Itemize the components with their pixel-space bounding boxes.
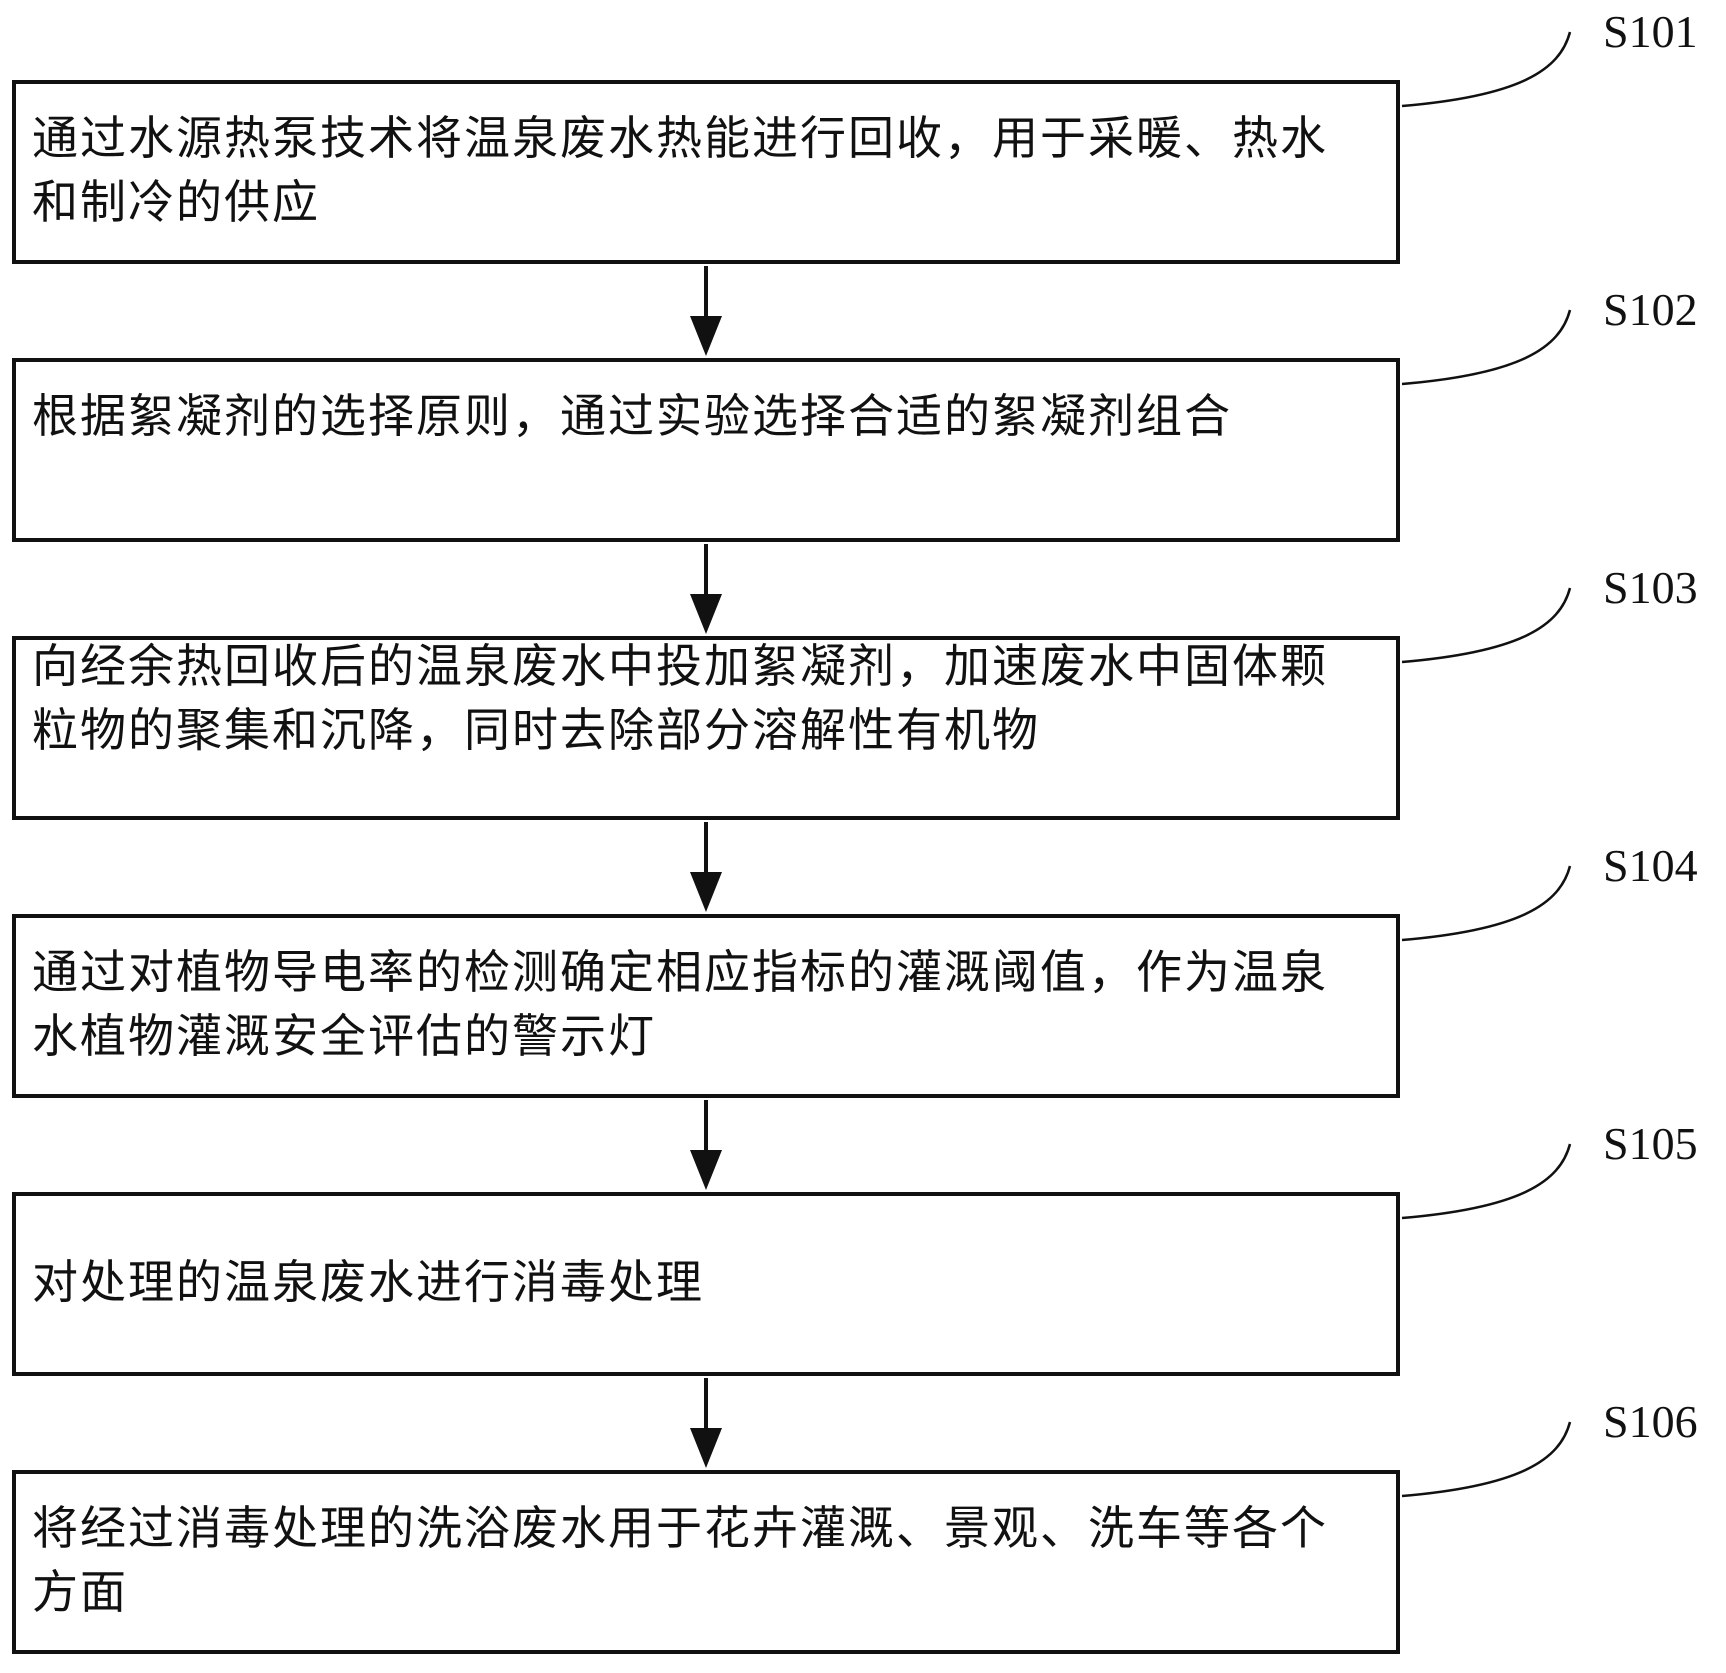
step-box-s102: 根据絮凝剂的选择原则，通过实验选择合适的絮凝剂组合 [12,358,1400,542]
step-box-s105: 对处理的温泉废水进行消毒处理 [12,1192,1400,1376]
step-text-s104: 通过对植物导电率的检测确定相应指标的灌溉阈值，作为温泉水植物灌溉安全评估的警示灯 [32,945,1328,1063]
step-box-s104: 通过对植物导电率的检测确定相应指标的灌溉阈值，作为温泉水植物灌溉安全评估的警示灯 [12,914,1400,1098]
leader-line-s105 [1401,1143,1572,1220]
leader-line-s104 [1401,865,1572,942]
step-text-s103: 向经余热回收后的温泉废水中投加絮凝剂，加速废水中固体颗粒物的聚集和沉降，同时去除… [32,639,1328,757]
step-text-s101: 通过水源热泵技术将温泉废水热能进行回收，用于采暖、热水和制冷的供应 [32,111,1328,229]
step-label-s106: S106 [1603,1396,1698,1447]
step-label-s103: S103 [1603,562,1698,613]
step-label-s101: S101 [1603,6,1698,57]
step-text-s106: 将经过消毒处理的洗浴废水用于花卉灌溉、景观、洗车等各个方面 [32,1501,1328,1619]
step-text-s105: 对处理的温泉废水进行消毒处理 [32,1255,704,1309]
leader-line-s103 [1401,587,1572,664]
step-box-s101: 通过水源热泵技术将温泉废水热能进行回收，用于采暖、热水和制冷的供应 [12,80,1400,264]
arrow-s104-s105 [690,1100,722,1190]
step-box-s103: 向经余热回收后的温泉废水中投加絮凝剂，加速废水中固体颗粒物的聚集和沉降，同时去除… [12,636,1400,820]
arrow-s102-s103 [690,544,722,634]
arrow-s101-s102 [690,266,722,356]
step-label-s105: S105 [1603,1118,1698,1169]
arrow-s103-s104 [690,822,722,912]
arrow-s105-s106 [690,1378,722,1468]
step-box-s106: 将经过消毒处理的洗浴废水用于花卉灌溉、景观、洗车等各个方面 [12,1470,1400,1654]
leader-line-s106 [1401,1421,1572,1498]
step-text-s102: 根据絮凝剂的选择原则，通过实验选择合适的絮凝剂组合 [32,389,1232,443]
leader-line-s102 [1401,309,1572,386]
step-label-s104: S104 [1603,840,1698,891]
step-label-s102: S102 [1603,284,1698,335]
leader-line-s101 [1401,31,1572,108]
